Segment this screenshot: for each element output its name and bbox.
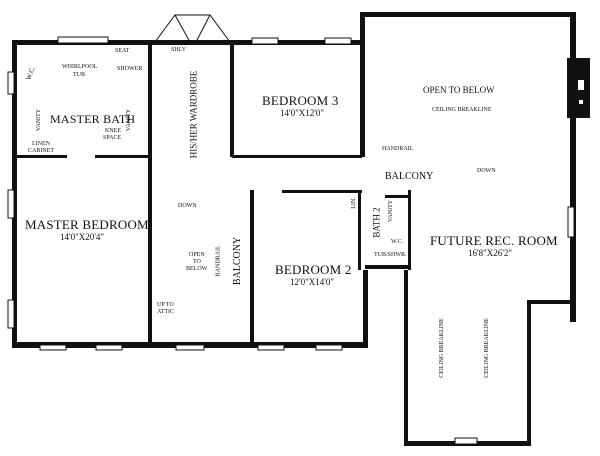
linen-cabinet-label-2: CABINET (28, 148, 54, 154)
master-bath-label: MASTER BATH (50, 112, 136, 126)
wc-bath2-label: W.C. (391, 239, 404, 245)
whirlpool-label-2: TUB (73, 72, 85, 78)
knee-space-label-1: KNEE (105, 128, 121, 134)
bedroom2-label: BEDROOM 2 (275, 262, 352, 277)
balcony-side-label: BALCONY (232, 236, 244, 286)
future-rec-room-size: 16'8"X26'2" (468, 248, 513, 258)
master-bedroom-size: 14'0"X20'4" (60, 232, 105, 242)
dormer-outline (154, 14, 231, 43)
vanity-right-label: VANITY (126, 108, 133, 132)
bath2-label: BATH 2 (371, 207, 382, 238)
shower-label: SHOWER (117, 66, 143, 72)
knee-space-label-2: SPACE (103, 135, 122, 141)
seat-label: SEAT (115, 48, 130, 54)
down-main-label: DOWN (477, 168, 496, 174)
bedroom3-size: 14'0"X12'0" (280, 108, 325, 118)
linen-cabinet-label-1: LINEN (32, 141, 50, 147)
linen-closet-label: LIN. (350, 197, 357, 209)
handrail-side-label: HANDRAIL (215, 245, 222, 277)
tub-shower-label: TUB/SHWR. (374, 252, 407, 258)
balcony-top-label: BALCONY (385, 171, 434, 182)
ceiling-breakline-right: CEILING BREAKLINE (483, 318, 490, 378)
open-below-3: BELOW (186, 266, 208, 272)
windows (7, 36, 575, 445)
ceiling-breakline-left: CEILING BREAKLINE (438, 318, 445, 378)
up-to-attic-2: ATTIC (157, 309, 174, 315)
shlv-label: SHLV (171, 47, 187, 53)
future-rec-room-label: FUTURE REC. ROOM (430, 233, 558, 248)
bedroom3-label: BEDROOM 3 (262, 93, 339, 108)
vanity-left-label: VANITY (36, 108, 43, 132)
handrail-top-label: HANDRAIL (382, 146, 414, 152)
bedroom2-size: 12'0"X14'0" (290, 277, 335, 287)
whirlpool-label-1: WHIRLPOOL (62, 64, 98, 70)
master-bedroom-label: MASTER BEDROOM (25, 217, 149, 232)
wardrobe-label: HIS/HER WARDROBE (188, 70, 199, 159)
open-to-below-label: OPEN TO BELOW (423, 85, 495, 95)
down-stair-label: DOWN (178, 203, 197, 209)
ceiling-breakline-top: CEILING BREAKLINE (432, 107, 492, 113)
up-to-attic-1: UP TO (157, 302, 174, 308)
open-below-2: TO (193, 259, 201, 265)
open-below-1: OPEN (189, 252, 205, 258)
interior-walls (12, 42, 411, 345)
vanity-bath2-label: VANITY (388, 199, 395, 223)
